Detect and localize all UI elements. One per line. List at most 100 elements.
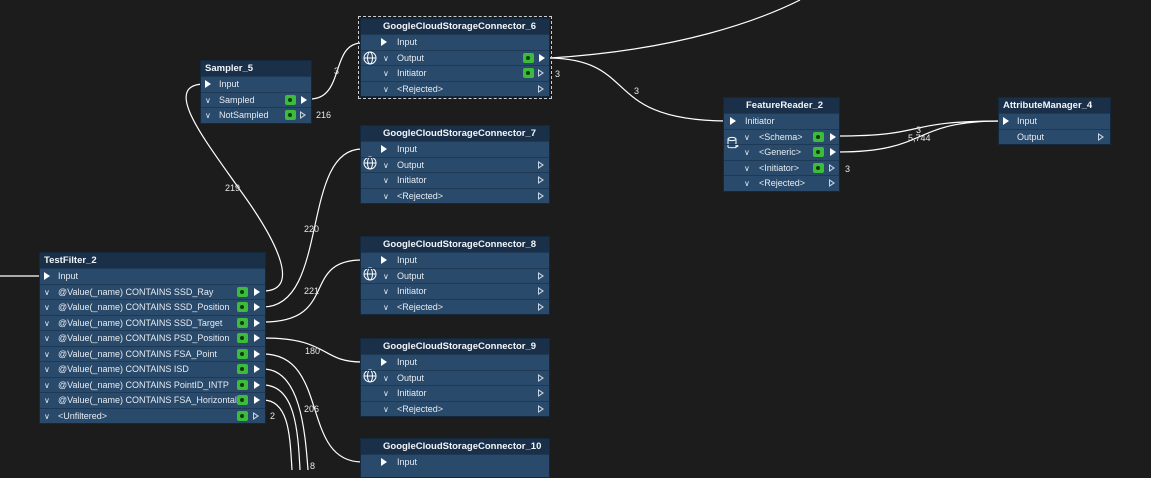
input-port-initiator[interactable]: Initiator — [724, 113, 839, 129]
output-pin-icon[interactable] — [538, 373, 545, 382]
output-pin-icon[interactable] — [301, 95, 307, 104]
featurereader-node[interactable]: FeatureReader_2 Initiator ∨<Schema> ∨<Ge… — [723, 97, 840, 192]
chevron-down-icon[interactable]: ∨ — [744, 163, 750, 173]
eye-icon[interactable] — [237, 302, 248, 312]
gcs8-node[interactable]: GoogleCloudStorageConnector_8 Input ∨Out… — [360, 236, 550, 315]
output-port-rejected[interactable]: ∨<Rejected> — [361, 400, 549, 417]
input-pin-icon[interactable] — [381, 38, 387, 46]
eye-icon[interactable] — [285, 94, 296, 105]
output-port[interactable]: ∨Output — [361, 369, 549, 386]
output-port-rejected[interactable]: ∨<Rejected> — [724, 175, 839, 191]
output-port[interactable]: Output — [999, 128, 1110, 145]
gcs9-node[interactable]: GoogleCloudStorageConnector_9 Input ∨Out… — [360, 338, 550, 417]
output-pin-icon[interactable] — [254, 396, 260, 404]
output-pin-icon[interactable] — [538, 302, 545, 311]
input-pin-icon[interactable] — [381, 458, 387, 466]
input-pin-icon[interactable] — [381, 145, 387, 153]
output-port-unfiltered[interactable]: ∨<Unfiltered> — [40, 407, 265, 424]
output-port-sampled[interactable]: ∨Sampled — [201, 91, 311, 108]
output-pin-icon[interactable] — [829, 179, 836, 187]
output-pin-icon[interactable] — [538, 84, 545, 93]
output-pin-icon[interactable] — [538, 191, 545, 200]
chevron-down-icon[interactable]: ∨ — [44, 411, 50, 421]
input-port[interactable]: Input — [361, 34, 549, 50]
input-port[interactable]: Input — [361, 252, 549, 268]
chevron-down-icon[interactable]: ∨ — [383, 176, 389, 185]
chevron-down-icon[interactable]: ∨ — [44, 380, 50, 390]
output-port-initiator[interactable]: ∨Initiator — [361, 283, 549, 299]
input-pin-icon[interactable] — [730, 117, 736, 125]
eye-icon[interactable] — [285, 110, 296, 120]
chevron-down-icon[interactable]: ∨ — [383, 160, 389, 170]
eye-icon[interactable] — [523, 52, 534, 63]
output-port-initiator[interactable]: ∨Initiator — [361, 65, 549, 81]
chevron-down-icon[interactable]: ∨ — [383, 287, 389, 296]
chevron-down-icon[interactable]: ∨ — [383, 404, 389, 414]
output-pin-icon[interactable] — [254, 318, 260, 327]
chevron-down-icon[interactable]: ∨ — [383, 302, 389, 312]
input-port[interactable]: Input — [361, 141, 549, 157]
chevron-down-icon[interactable]: ∨ — [744, 148, 750, 157]
chevron-down-icon[interactable]: ∨ — [44, 334, 50, 343]
output-pin-icon[interactable] — [254, 365, 260, 373]
output-port-initiator[interactable]: ∨<Initiator> — [724, 159, 839, 176]
output-pin-icon[interactable] — [830, 132, 836, 141]
output-pin-icon[interactable] — [829, 163, 836, 172]
eye-icon[interactable] — [237, 379, 248, 390]
output-pin-icon[interactable] — [538, 404, 545, 413]
eye-icon[interactable] — [813, 131, 824, 142]
chevron-down-icon[interactable]: ∨ — [44, 287, 50, 297]
output-port-fsa-horizontal[interactable]: ∨@Value(_name) CONTAINS FSA_Horizontal — [40, 392, 265, 408]
input-port[interactable]: Input — [40, 268, 265, 284]
input-port[interactable]: Input — [361, 454, 549, 470]
output-pin-icon[interactable] — [300, 111, 307, 119]
chevron-down-icon[interactable]: ∨ — [205, 111, 211, 120]
output-port-ssd-target[interactable]: ∨@Value(_name) CONTAINS SSD_Target — [40, 314, 265, 331]
input-port[interactable]: Input — [361, 354, 549, 370]
output-port-rejected[interactable]: ∨<Rejected> — [361, 80, 549, 97]
output-port-psd-position[interactable]: ∨@Value(_name) CONTAINS PSD_Position — [40, 330, 265, 346]
chevron-down-icon[interactable]: ∨ — [44, 396, 50, 405]
output-pin-icon[interactable] — [254, 380, 260, 389]
output-pin-icon[interactable] — [253, 411, 260, 420]
output-port-initiator[interactable]: ∨Initiator — [361, 385, 549, 401]
eye-icon[interactable] — [813, 162, 824, 173]
output-port-pointid-intp[interactable]: ∨@Value(_name) CONTAINS PointID_INTP — [40, 376, 265, 393]
chevron-down-icon[interactable]: ∨ — [44, 349, 50, 359]
attributemanager-node[interactable]: AttributeManager_4 Input Output — [998, 97, 1111, 145]
output-pin-icon[interactable] — [830, 148, 836, 156]
input-pin-icon[interactable] — [381, 358, 387, 366]
chevron-down-icon[interactable]: ∨ — [44, 365, 50, 374]
output-port-schema[interactable]: ∨<Schema> — [724, 128, 839, 145]
output-port[interactable]: ∨Output — [361, 156, 549, 173]
output-port-initiator[interactable]: ∨Initiator — [361, 172, 549, 188]
eye-icon[interactable] — [237, 317, 248, 328]
chevron-down-icon[interactable]: ∨ — [383, 69, 389, 78]
chevron-down-icon[interactable]: ∨ — [383, 53, 389, 63]
output-port-notsampled[interactable]: ∨NotSampled — [201, 107, 311, 123]
output-pin-icon[interactable] — [538, 389, 545, 397]
eye-icon[interactable] — [237, 348, 248, 359]
output-pin-icon[interactable] — [538, 287, 545, 295]
output-pin-icon[interactable] — [539, 53, 545, 62]
chevron-down-icon[interactable]: ∨ — [205, 95, 211, 105]
chevron-down-icon[interactable]: ∨ — [383, 84, 389, 94]
output-port-rejected[interactable]: ∨<Rejected> — [361, 187, 549, 204]
eye-icon[interactable] — [523, 68, 534, 78]
output-port[interactable]: ∨Output — [361, 267, 549, 284]
chevron-down-icon[interactable]: ∨ — [744, 179, 750, 188]
chevron-down-icon[interactable]: ∨ — [383, 191, 389, 201]
input-pin-icon[interactable] — [44, 272, 50, 280]
input-pin-icon[interactable] — [381, 256, 387, 264]
output-pin-icon[interactable] — [254, 334, 260, 342]
gcs10-node[interactable]: GoogleCloudStorageConnector_10 Input — [360, 438, 550, 478]
input-port[interactable]: Input — [201, 76, 311, 92]
chevron-down-icon[interactable]: ∨ — [44, 303, 50, 312]
chevron-down-icon[interactable]: ∨ — [383, 389, 389, 398]
testfilter-node[interactable]: TestFilter_2 Input ∨@Value(_name) CONTAI… — [39, 252, 266, 424]
output-port-ssd-position[interactable]: ∨@Value(_name) CONTAINS SSD_Position — [40, 299, 265, 315]
chevron-down-icon[interactable]: ∨ — [744, 132, 750, 142]
output-pin-icon[interactable] — [538, 69, 545, 77]
output-pin-icon[interactable] — [254, 287, 260, 296]
output-pin-icon[interactable] — [538, 271, 545, 280]
